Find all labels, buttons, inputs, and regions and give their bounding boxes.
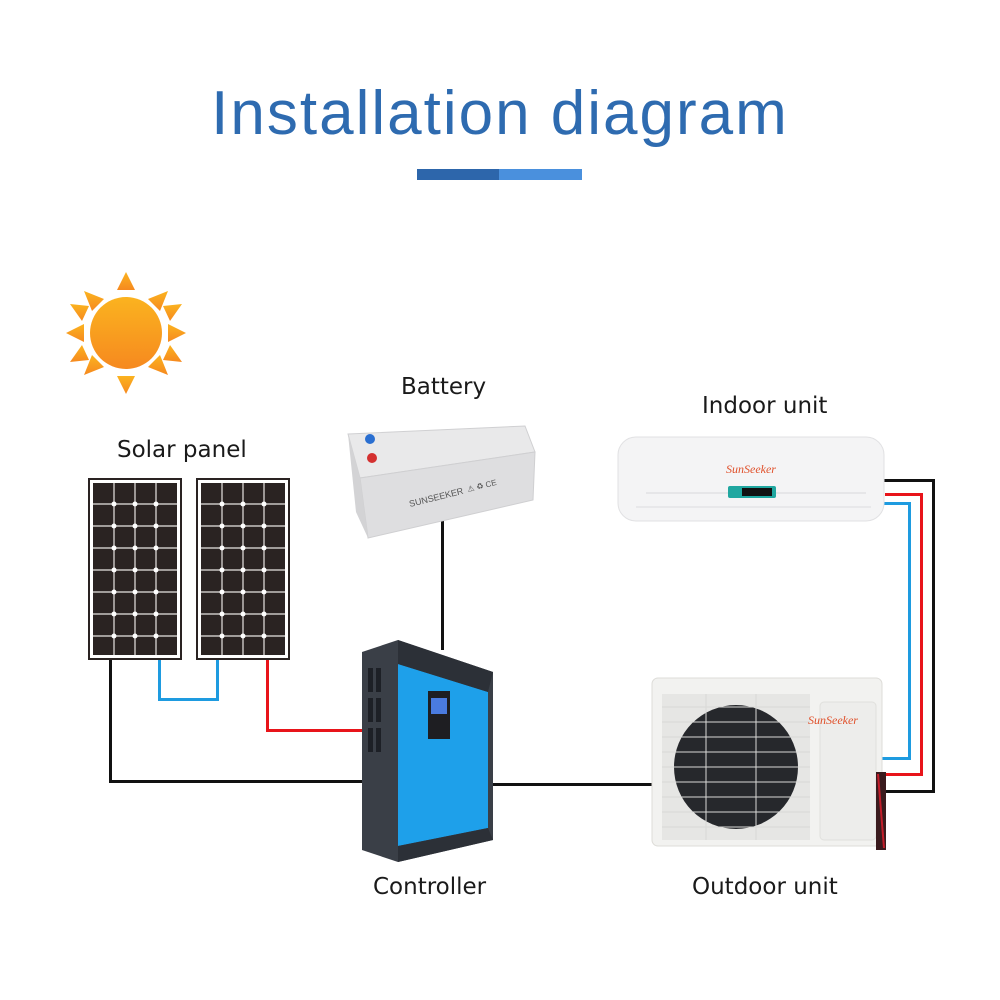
title-underline-light	[499, 169, 582, 180]
indoor-outdoor-black-top	[880, 479, 935, 482]
solar-positive-wire	[266, 660, 269, 732]
title-underline-dark	[417, 169, 499, 180]
indoor-unit-label: Indoor unit	[702, 393, 828, 419]
indoor-outdoor-red-vertical	[920, 493, 923, 776]
solar-negative-wire	[109, 660, 112, 783]
indoor-outdoor-black-bottom	[880, 790, 935, 793]
outdoor-unit-label: Outdoor unit	[692, 874, 838, 900]
battery-to-controller-wire	[441, 520, 444, 650]
solar-panel-label: Solar panel	[117, 437, 247, 463]
controller-image	[358, 640, 493, 865]
indoor-outdoor-blue-bottom	[880, 757, 911, 760]
outdoor-unit-image: SunSeeker	[648, 672, 888, 862]
indoor-outdoor-black-vertical	[932, 479, 935, 793]
svg-text:SunSeeker: SunSeeker	[726, 462, 776, 476]
sun-icon	[62, 266, 192, 396]
indoor-unit-image: SunSeeker	[616, 435, 886, 525]
indoor-outdoor-red-bottom	[880, 773, 923, 776]
battery-image: SUNSEEKER ⚠ ♻ CE	[340, 412, 540, 542]
svg-text:SunSeeker: SunSeeker	[808, 713, 858, 727]
panel-link-wire-bottom	[158, 698, 219, 701]
battery-label: Battery	[401, 374, 487, 400]
controller-to-outdoor-wire	[487, 783, 652, 786]
panel-link-wire-left	[158, 660, 161, 701]
solar-panel-1	[88, 478, 182, 660]
indoor-outdoor-blue-vertical	[908, 502, 911, 760]
solar-to-controller-negative-wire	[109, 780, 364, 783]
page-title: Installation diagram	[211, 79, 789, 148]
solar-to-controller-positive-wire	[266, 729, 366, 732]
indoor-outdoor-blue-top	[882, 502, 911, 505]
indoor-outdoor-red-top	[885, 493, 923, 496]
controller-label: Controller	[373, 874, 487, 900]
solar-panel-2	[196, 478, 290, 660]
panel-link-wire-right	[216, 660, 219, 701]
